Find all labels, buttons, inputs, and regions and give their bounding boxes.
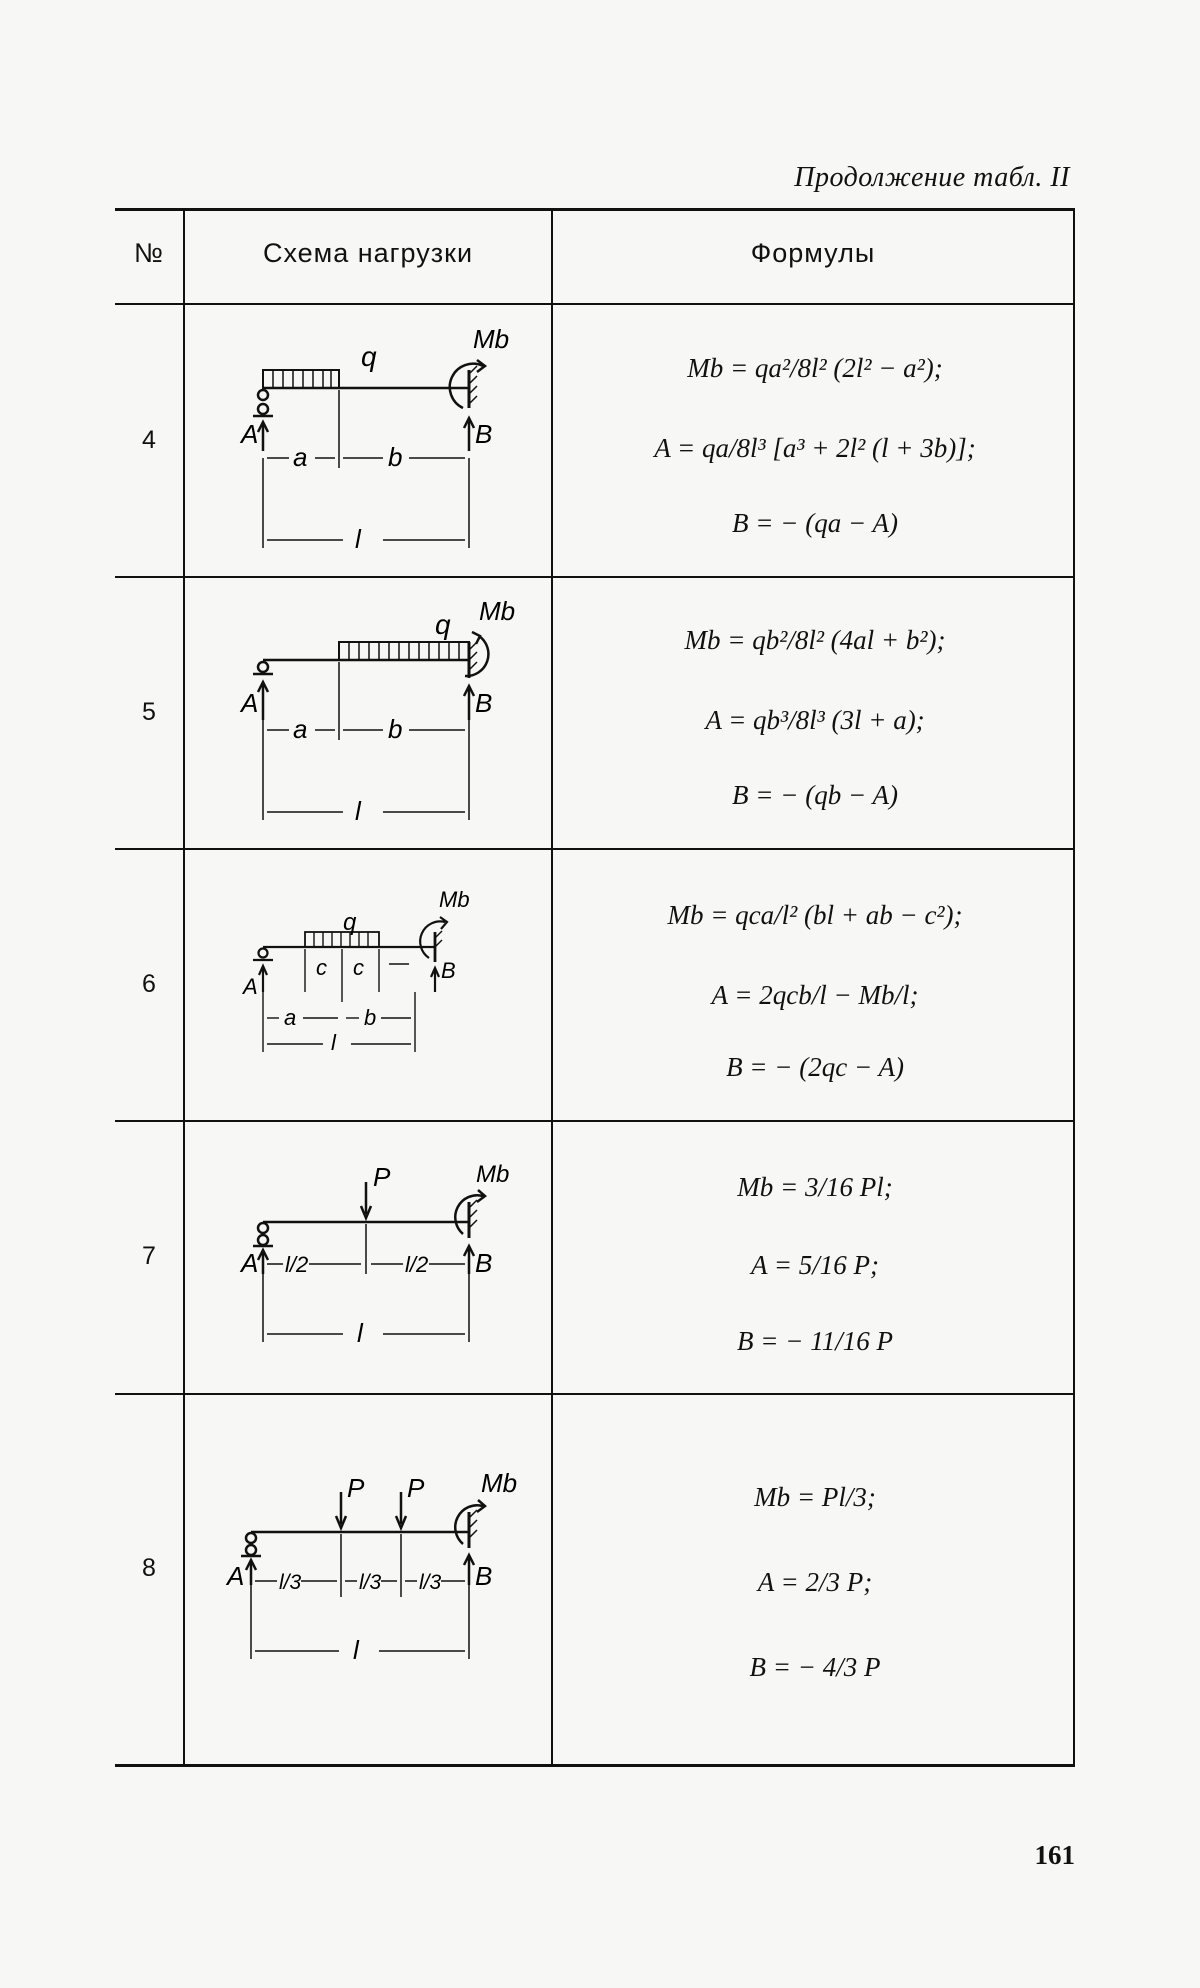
row-number: 7 — [142, 1242, 156, 1270]
formula-line: Mb = qca/l² (bl + ab − c²); — [667, 900, 963, 930]
support-b-label: B — [475, 688, 492, 718]
moment-label: Mb — [479, 596, 515, 626]
formulas-8: Mb = Pl/3; A = 2/3 P; B = − 4/3 P — [555, 1397, 1075, 1764]
formula-line: A = 2/3 P; — [757, 1567, 873, 1597]
segment-a-label: a — [293, 442, 307, 472]
header-divider — [115, 303, 1075, 305]
segment-third-label: l/3 — [279, 1571, 302, 1594]
formula-line: B = − (2qc − A) — [726, 1052, 904, 1082]
support-b-label: B — [475, 1248, 492, 1278]
page-header: Продолжение табл. II — [794, 162, 1070, 193]
page-number: 161 — [1034, 1840, 1076, 1870]
formula-line: B = − (qb − A) — [732, 780, 898, 810]
span-label: l — [353, 1635, 360, 1665]
column-divider — [183, 208, 185, 1766]
segment-a-label: a — [293, 714, 307, 744]
load-label: q — [435, 609, 451, 640]
row-number: 8 — [142, 1554, 156, 1582]
formulas-6: Mb = qca/l² (bl + ab − c²); A = 2qcb/l −… — [555, 852, 1075, 1120]
segment-b-label: b — [388, 714, 402, 744]
formula-line: Mb = 3/16 Pl; — [737, 1172, 893, 1202]
table-bottom-border — [115, 1764, 1075, 1767]
load-scheme-7: P Mb A B l/2 l/2 l — [183, 1124, 553, 1393]
moment-label: Mb — [439, 887, 470, 912]
row-number: 5 — [142, 698, 156, 726]
support-a-label: A — [239, 688, 258, 718]
formula-line: A = qa/8l³ [a³ + 2l² (l + 3b)]; — [654, 433, 976, 463]
formula-line: A = 2qcb/l − Mb/l; — [711, 980, 919, 1010]
formula-line: B = − (qa − A) — [732, 508, 898, 538]
header-formulas: Формулы — [750, 238, 876, 268]
load-scheme-4: q Mb A B a b l — [183, 308, 553, 576]
load-label: P — [373, 1162, 391, 1192]
row-divider — [115, 1120, 1075, 1122]
formulas-5: Mb = qb²/8l² (4al + b²); A = qb³/8l³ (3l… — [555, 580, 1075, 848]
support-a-label: A — [239, 1248, 258, 1278]
beam-table: № Схема нагрузки Формулы 4 — [115, 208, 1075, 1768]
row-divider — [115, 848, 1075, 850]
half-c-label: c — [316, 955, 327, 980]
span-label: l — [355, 796, 362, 826]
segment-a-label: a — [284, 1005, 296, 1030]
formula-line: B = − 11/16 P — [737, 1326, 893, 1356]
segment-b-label: b — [388, 442, 402, 472]
moment-label: Mb — [476, 1161, 509, 1188]
span-label: l — [357, 1318, 364, 1348]
segment-b-label: b — [364, 1005, 376, 1030]
moment-label: Mb — [473, 324, 509, 354]
table-right-border — [1073, 208, 1075, 1766]
support-a-label: A — [239, 419, 258, 449]
formula-line: A = qb³/8l³ (3l + a); — [705, 705, 925, 735]
segment-half-label: l/2 — [285, 1252, 308, 1277]
span-label: l — [355, 524, 362, 554]
support-a-label: A — [225, 1561, 244, 1591]
formula-line: Mb = qa²/8l² (2l² − a²); — [687, 353, 943, 383]
formula-line: Mb = qb²/8l² (4al + b²); — [684, 625, 946, 655]
formula-line: B = − 4/3 P — [749, 1652, 881, 1682]
load-label: P — [347, 1473, 365, 1503]
load-label: q — [361, 341, 377, 372]
moment-label: Mb — [481, 1468, 517, 1498]
row-number: 4 — [142, 426, 156, 454]
row-divider — [115, 576, 1075, 578]
load-scheme-8: P P Mb A B l/3 l/3 l/3 l — [183, 1397, 553, 1764]
segment-half-label: l/2 — [405, 1252, 428, 1277]
segment-third-label: l/3 — [419, 1571, 442, 1594]
half-c-label: c — [353, 955, 364, 980]
load-scheme-5: q Mb A B a b l — [183, 580, 553, 848]
row-divider — [115, 1393, 1075, 1395]
support-b-label: B — [475, 1561, 492, 1591]
column-divider — [551, 208, 553, 1766]
formula-line: A = 5/16 P; — [751, 1250, 879, 1280]
formula-line: Mb = Pl/3; — [754, 1482, 876, 1512]
load-label: P — [407, 1473, 425, 1503]
formulas-7: Mb = 3/16 Pl; A = 5/16 P; B = − 11/16 P — [555, 1124, 1075, 1393]
segment-third-label: l/3 — [359, 1571, 382, 1594]
header-number: № — [134, 238, 164, 268]
header-scheme: Схема нагрузки — [262, 238, 474, 268]
support-b-label: B — [441, 958, 456, 983]
row-number: 6 — [142, 970, 156, 998]
table-top-border — [115, 208, 1075, 211]
span-label: l — [331, 1030, 337, 1055]
support-a-label: A — [241, 974, 258, 999]
support-b-label: B — [475, 419, 492, 449]
formulas-4: Mb = qa²/8l² (2l² − a²); A = qa/8l³ [a³ … — [555, 308, 1075, 576]
load-scheme-6: q Mb A B c c a b l — [183, 852, 553, 1120]
load-label: q — [343, 909, 357, 936]
